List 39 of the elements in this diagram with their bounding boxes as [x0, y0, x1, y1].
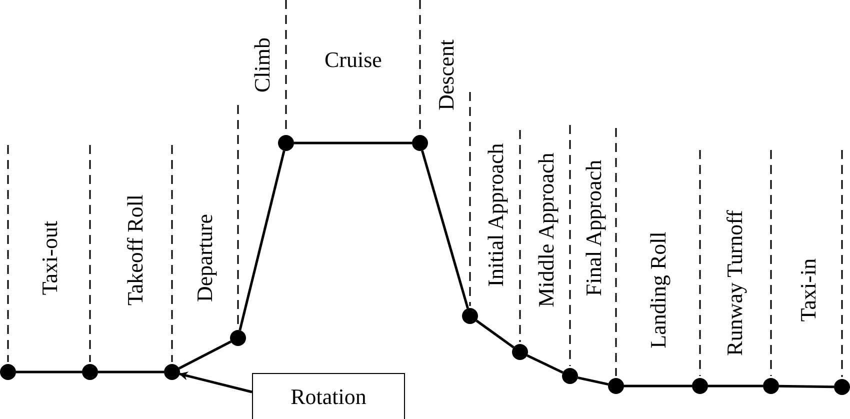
- phase-label: Final Approach: [583, 160, 606, 296]
- phase-label: Landing Roll: [646, 232, 669, 348]
- profile-line: [294, 142, 412, 144]
- profile-line: [238, 150, 286, 331]
- phase-label: Takeoff Roll: [124, 194, 146, 306]
- profile-line: [578, 376, 608, 386]
- profile-line: [526, 354, 564, 374]
- profile-line: [421, 150, 469, 309]
- phase-label: Runway Turnoff: [724, 210, 746, 356]
- callout-box: Rotation: [252, 373, 405, 419]
- phase-label: Taxi-in: [797, 258, 820, 322]
- phase-label: Initial Approach: [484, 143, 507, 287]
- phase-label: Departure: [194, 214, 216, 302]
- phase-label: Middle Approach: [534, 152, 557, 308]
- point-marker: [278, 135, 294, 151]
- point-marker: [562, 368, 578, 384]
- arrow: [178, 372, 252, 394]
- phase-label: Cruise: [324, 49, 382, 71]
- point-marker: [0, 364, 16, 380]
- profile-line: [178, 340, 232, 370]
- point-marker: [763, 378, 779, 394]
- point-marker: [608, 378, 624, 394]
- point-marker: [692, 378, 708, 394]
- profile-line: [778, 384, 834, 388]
- phase-label: Climb: [251, 38, 273, 92]
- point-marker: [834, 379, 850, 395]
- point-marker: [82, 364, 98, 380]
- point-marker: [230, 330, 246, 346]
- profile-line: [476, 320, 514, 348]
- phase-label: Taxi-out: [39, 220, 62, 296]
- point-marker: [512, 344, 528, 360]
- phase-label: Descent: [434, 40, 457, 110]
- point-marker: [462, 308, 478, 324]
- profile-line: [16, 370, 82, 374]
- point-marker: [164, 364, 180, 380]
- point-marker: [412, 135, 428, 151]
- profile-line: [98, 370, 164, 374]
- profile-line: [624, 384, 692, 388]
- profile-line: [708, 384, 763, 388]
